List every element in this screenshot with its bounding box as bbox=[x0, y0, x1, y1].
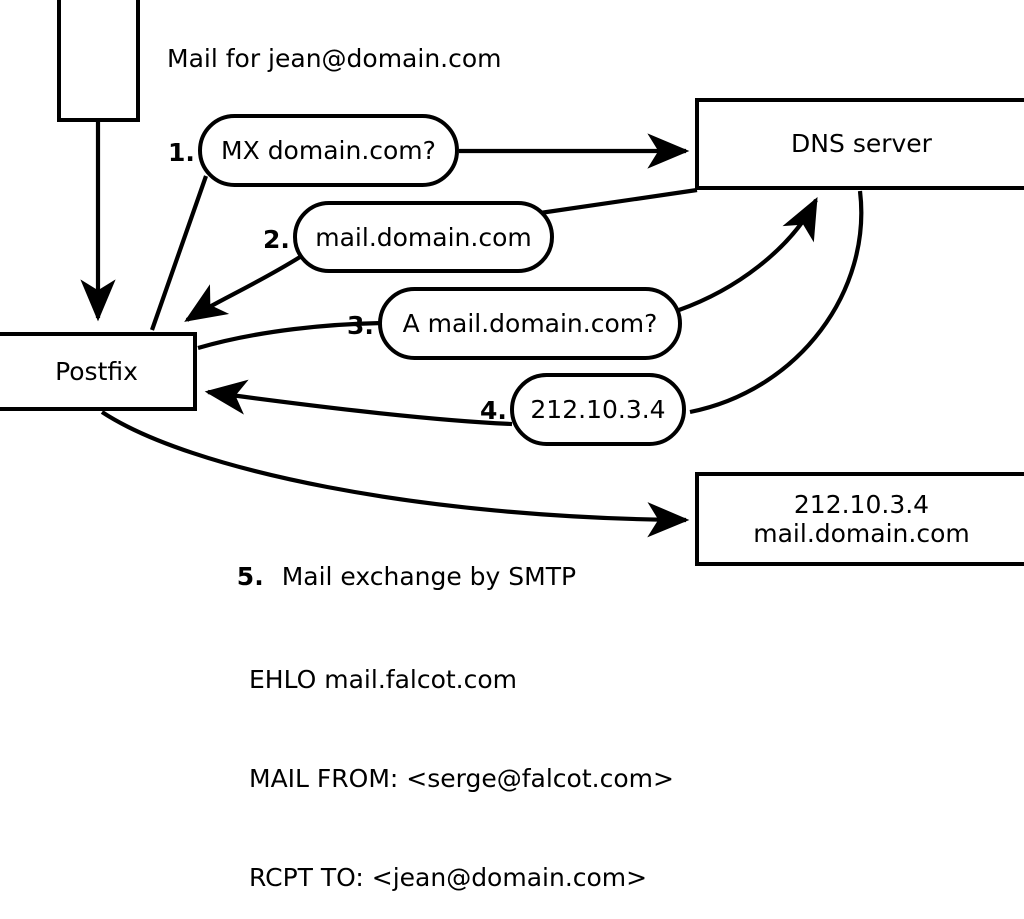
smtp-line: EHLO mail.falcot.com bbox=[249, 665, 518, 694]
wire-pill4-to-postfix bbox=[204, 379, 513, 427]
wire-dns-to-pill2 bbox=[539, 187, 698, 216]
smtp-line: RCPT TO: <jean@domain.com> bbox=[249, 863, 648, 892]
smtp-transcript: EHLO mail.falcot.com MAIL FROM: <serge@f… bbox=[249, 597, 674, 919]
node-target-host-label: 212.10.3.4 mail.domain.com bbox=[753, 490, 969, 549]
wire-postfix-to-pill1 bbox=[150, 175, 208, 331]
wire-pill2-to-postfix bbox=[184, 255, 302, 322]
wire-dns-to-pill4 bbox=[689, 190, 864, 415]
wire-pill3-to-dns bbox=[678, 197, 818, 312]
step-number-4: 4. bbox=[480, 396, 507, 425]
node-client-box bbox=[57, 0, 140, 122]
node-postfix-label: Postfix bbox=[55, 356, 138, 386]
message-pill-a-query-label: A mail.domain.com? bbox=[402, 309, 658, 338]
message-pill-a-query: A mail.domain.com? bbox=[378, 287, 682, 360]
step-number-2: 2. bbox=[263, 225, 290, 254]
step-number-3: 3. bbox=[347, 311, 374, 340]
node-target-host-ip: 212.10.3.4 bbox=[793, 489, 930, 519]
step-number-5: 5. bbox=[236, 562, 264, 591]
message-pill-mx-query: MX domain.com? bbox=[198, 114, 459, 187]
smtp-line: MAIL FROM: <serge@falcot.com> bbox=[249, 764, 674, 793]
message-pill-a-answer: 212.10.3.4 bbox=[510, 373, 686, 446]
step-number-1: 1. bbox=[168, 138, 195, 167]
message-pill-mx-answer: mail.domain.com bbox=[293, 201, 554, 273]
step-5-caption: 5. Mail exchange by SMTP bbox=[205, 533, 576, 620]
node-target-host-hostname: mail.domain.com bbox=[753, 519, 970, 548]
wire-postfix-to-target bbox=[100, 410, 690, 538]
node-dns-server-label: DNS server bbox=[791, 129, 932, 159]
message-pill-mx-query-label: MX domain.com? bbox=[221, 136, 436, 165]
message-pill-mx-answer-label: mail.domain.com bbox=[315, 222, 532, 252]
message-pill-a-answer-label: 212.10.3.4 bbox=[530, 395, 666, 424]
node-dns-server-box: DNS server bbox=[695, 98, 1024, 190]
step-5-label: Mail exchange by SMTP bbox=[281, 562, 577, 591]
wire-postfix-to-pill3 bbox=[197, 320, 383, 351]
node-postfix-box: Postfix bbox=[0, 332, 197, 411]
node-target-host-box: 212.10.3.4 mail.domain.com bbox=[695, 472, 1024, 566]
diagram-title: Mail for jean@domain.com bbox=[167, 44, 502, 73]
